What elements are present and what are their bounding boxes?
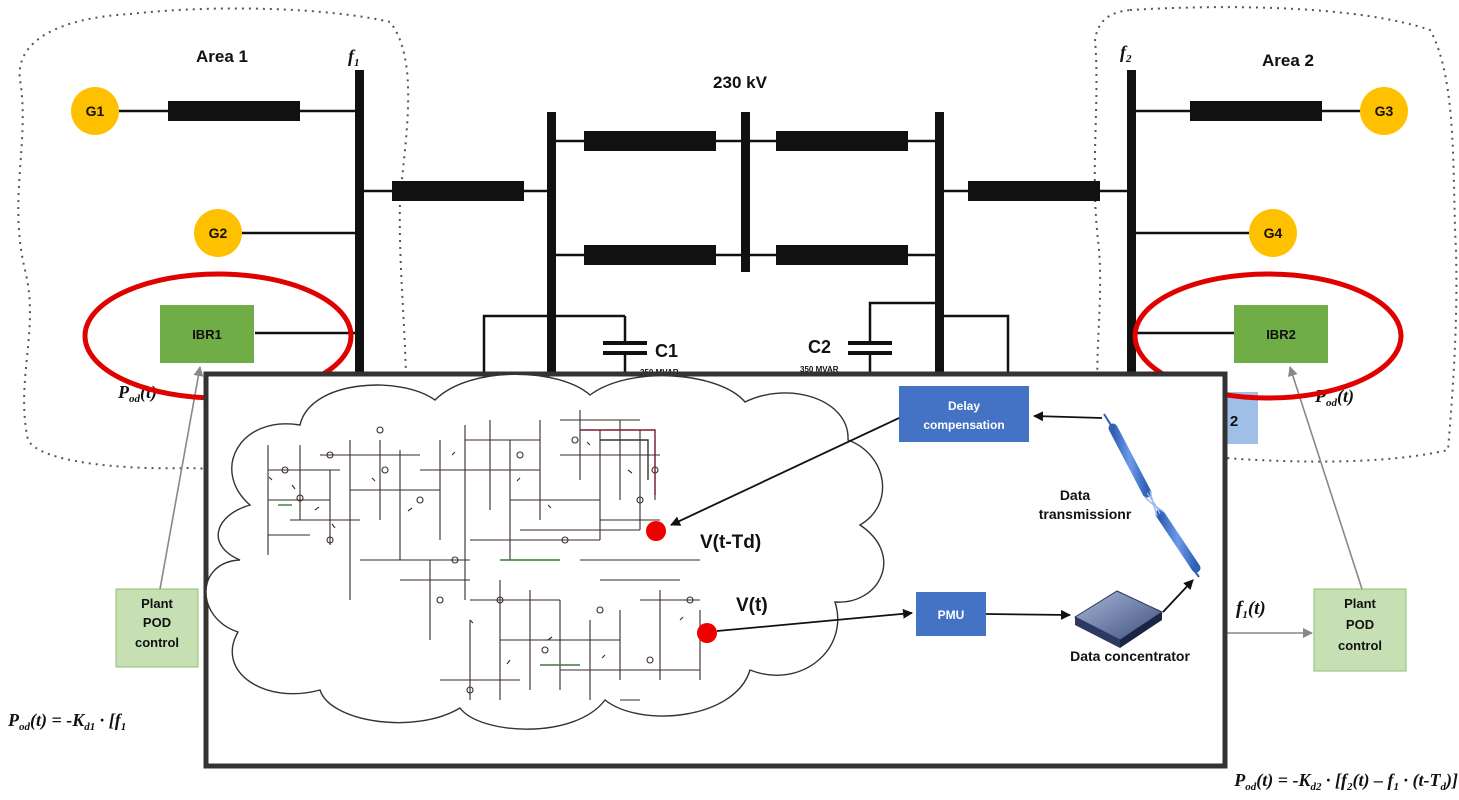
svg-text:PMU: PMU [938,608,965,622]
delay-compensation-box: Delay compensation [899,386,1029,442]
data-transmission-label-1: Data [1060,487,1091,503]
c2-rating: 350 MVAR [800,365,839,374]
grid-network-schematic [267,410,701,701]
svg-text:Plant: Plant [1344,596,1376,611]
formula-right: Pod(t) = -Kd2 · [f2(t) – f1 · (t-Td)] [1233,770,1458,793]
capacitor-c2 [848,301,1010,380]
measurement-point [697,623,717,643]
f2-label: f2 [1120,42,1132,65]
svg-text:POD: POD [143,615,171,630]
bus-mid-right [935,112,944,382]
measurement-delayed-label: V(t-Td) [700,532,761,553]
svg-text:G2: G2 [209,225,228,241]
pod-arrow-left [159,366,204,590]
arrow-cable-to-delay [1033,411,1103,422]
area2-boundary [1093,6,1458,463]
bus-mid-center [741,112,750,272]
network-cloud [205,373,885,730]
area2-label: Area 2 [1262,51,1314,70]
svg-text:IBR1: IBR1 [192,327,222,342]
measurement-label: V(t) [736,595,768,616]
measurement-point-delayed [646,521,666,541]
inset-panel: V(t-Td) V(t) Delay compensation PMU Data… [203,371,1228,769]
svg-text:2: 2 [1230,413,1238,430]
ibr2-box: IBR2 [1234,305,1328,363]
ibr1-box: IBR1 [160,305,254,363]
generator-g4: G4 [1249,209,1297,257]
pod-arrow-right [1288,366,1363,590]
area1-label: Area 1 [196,47,248,66]
svg-text:G3: G3 [1375,103,1394,119]
grid-network-accents [278,429,656,666]
generator-g3: G3 [1360,87,1408,135]
generator-g2: G2 [194,209,242,257]
c1-label: C1 [655,341,678,361]
capacitor-c1 [482,314,647,380]
pod-control-right: Plant POD control [1313,588,1407,672]
svg-text:POD: POD [1346,617,1374,632]
arrow-concentrator-to-cable [1162,579,1194,613]
bus-f1 [355,70,364,380]
data-transmission-label-2: transmissionr [1039,506,1132,522]
bus-voltage-label: 230 kV [713,73,768,92]
f1-label: f1 [348,46,360,69]
svg-text:Plant: Plant [141,596,173,611]
pmu-box: PMU [916,592,986,636]
svg-text:compensation: compensation [923,418,1004,432]
freq-signal-label: f1(t) [1236,598,1266,621]
data-transmission-cable [1103,413,1201,578]
highlight-ibr2 [1132,271,1404,401]
svg-text:G4: G4 [1264,225,1283,241]
arrow-pmu-to-concentrator [985,609,1071,620]
c2-label: C2 [808,337,831,357]
arrow-delay-to-cloud [670,417,900,526]
bus-mid-left [547,112,556,382]
svg-text:control: control [1338,638,1382,653]
data-concentrator-label: Data concentrator [1070,648,1190,664]
svg-text:G1: G1 [86,103,105,119]
formula-left: Pod(t) = -Kd1 · [f1 [7,710,126,733]
arrow-measure-to-pmu [716,608,913,632]
tie-lines [556,131,935,265]
data-concentrator-device [1073,590,1164,648]
svg-text:IBR2: IBR2 [1266,327,1296,342]
svg-text:Delay: Delay [948,399,980,413]
generator-g1: G1 [71,87,119,135]
svg-text:control: control [135,635,179,650]
area1-lines [115,101,547,335]
pod-control-left: Plant POD control [115,588,199,668]
area2-lines [944,101,1380,335]
bus-f2 [1127,70,1136,380]
